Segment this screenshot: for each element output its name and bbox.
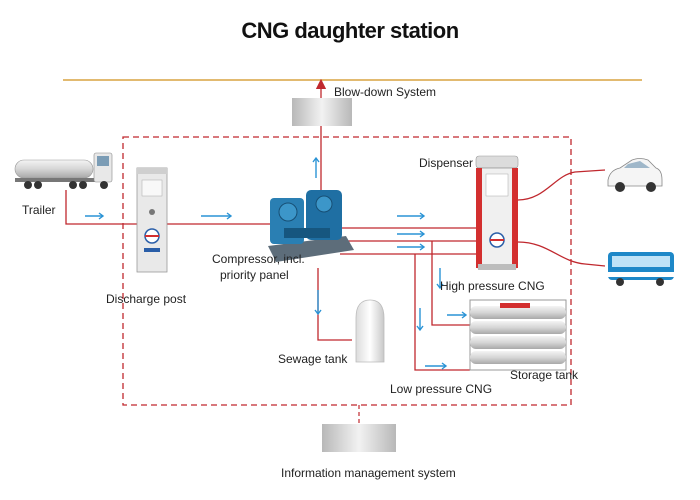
compressor-label-line2: priority panel xyxy=(220,268,289,282)
info-system-label: Information management system xyxy=(281,466,456,480)
storage-tank-label: Storage tank xyxy=(510,368,579,382)
dispenser-label: Dispenser xyxy=(419,156,474,170)
dispenser-icon xyxy=(475,155,519,270)
pipework xyxy=(65,78,606,371)
high-pressure-label: High pressure CNG xyxy=(440,279,545,293)
discharge-post-label: Discharge post xyxy=(106,292,187,306)
blowdown-label: Blow-down System xyxy=(334,85,437,99)
bus-icon xyxy=(608,252,674,286)
storage-tank-icon xyxy=(469,299,567,371)
trailer-label: Trailer xyxy=(22,203,56,217)
sewage-tank-label: Sewage tank xyxy=(278,352,348,366)
blowdown-unit-icon xyxy=(292,98,352,126)
page-title: CNG daughter station xyxy=(241,18,459,43)
compressor-icon xyxy=(268,190,354,262)
compressor-label-line1: Compressor, incl. xyxy=(212,252,305,266)
trailer-truck-icon xyxy=(14,152,113,189)
info-system-unit-icon xyxy=(322,424,396,452)
sewage-tank-icon xyxy=(355,299,385,363)
low-pressure-label: Low pressure CNG xyxy=(390,382,493,396)
flow-arrows xyxy=(85,156,468,370)
car-icon xyxy=(607,158,663,192)
station-boundary xyxy=(122,136,572,406)
discharge-post-icon xyxy=(136,167,168,273)
